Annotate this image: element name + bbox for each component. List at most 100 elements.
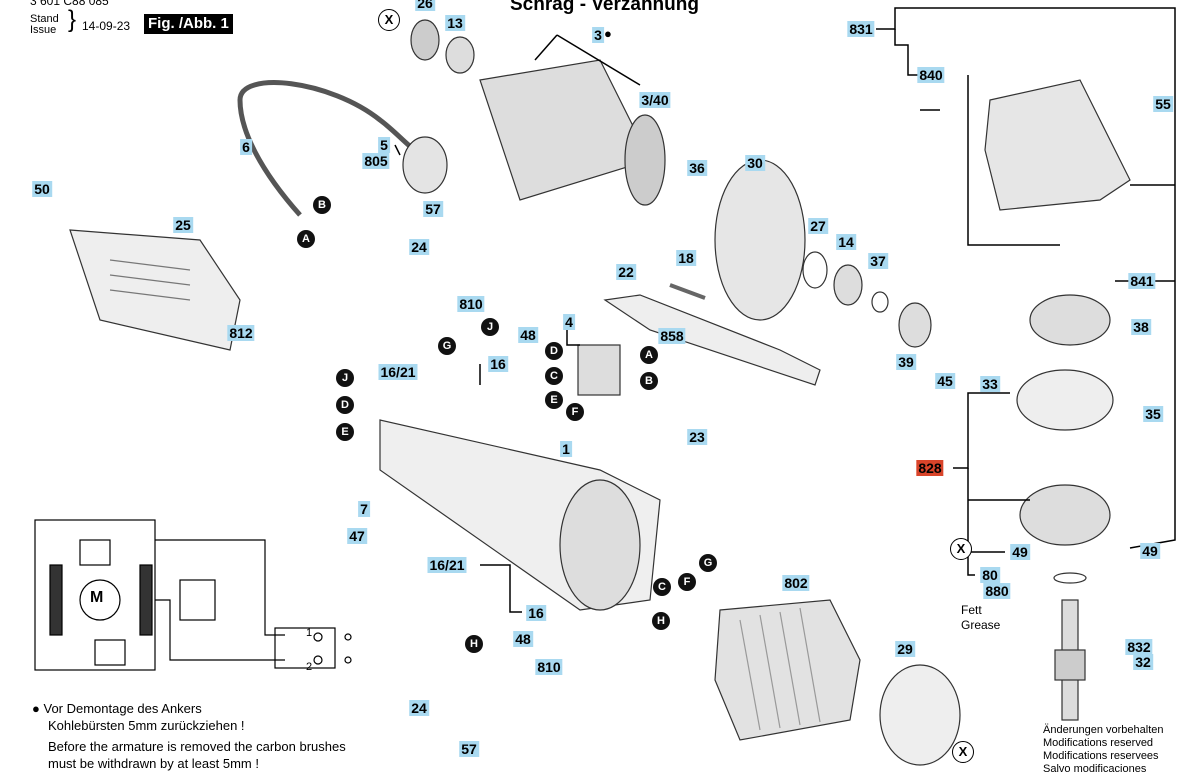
note-en-1: Before the armature is removed the carbo… [48, 739, 346, 754]
disassembly-note: ● Vor Demontage des Ankers Kohlebürsten … [32, 700, 346, 772]
marker-e: E [545, 391, 563, 409]
grease-note: Fett Grease [961, 603, 1000, 633]
plug [402, 136, 448, 194]
disclaimer-en: Modifications reserved [1043, 737, 1154, 749]
marker-d: D [545, 342, 563, 360]
marker-e: E [336, 423, 354, 441]
part-label-3: 3 [592, 27, 604, 43]
part-number: 3 601 C88 085 [30, 0, 109, 8]
part-label-29: 29 [895, 641, 915, 657]
marker-g: G [438, 337, 456, 355]
housing-cover [69, 229, 241, 351]
part-label-18: 18 [676, 250, 696, 266]
part-label-4: 4 [563, 314, 575, 330]
terminal-2: 2 [306, 661, 313, 673]
marker-x: X [378, 9, 400, 31]
motor-symbol: M [90, 589, 104, 606]
part-label-50: 50 [32, 181, 52, 197]
part-label-16-21: 16/21 [427, 557, 467, 573]
part-label-27: 27 [808, 218, 828, 234]
switch [577, 344, 621, 396]
part-label-45: 45 [935, 373, 955, 389]
part-label-16-21: 16/21 [378, 364, 418, 380]
bullet-icon: ● [32, 701, 40, 716]
part-label-57: 57 [423, 201, 443, 217]
disclaimer-es: Salvo modificaciones [1043, 763, 1147, 775]
part-label-26: 26 [415, 0, 435, 11]
part-label-810: 810 [535, 659, 563, 675]
part-label-24: 24 [409, 239, 429, 255]
part-label-832: 832 [1125, 639, 1153, 655]
lock-lever [603, 294, 821, 386]
field [714, 599, 861, 741]
note-reference-icon: ● [604, 26, 612, 41]
disclaimer: Änderungen vorbehalten Modifications res… [1043, 724, 1163, 776]
issue-label: Issue [30, 24, 57, 36]
armature [479, 59, 651, 201]
part-label-30: 30 [745, 155, 765, 171]
marker-j: J [336, 369, 354, 387]
part-label-7: 7 [358, 501, 370, 517]
disclaimer-fr: Modifications reservees [1043, 750, 1159, 762]
part-label-16: 16 [526, 605, 546, 621]
diagram-title: Schräg - Verzahnung [510, 0, 699, 15]
part-label-840: 840 [917, 67, 945, 83]
marker-x: X [950, 538, 972, 560]
part-label-57: 57 [459, 741, 479, 757]
part-label-36: 36 [687, 160, 707, 176]
part-label-810: 810 [457, 296, 485, 312]
part-label-35: 35 [1143, 406, 1163, 422]
part-label-48: 48 [513, 631, 533, 647]
note-en-2: must be withdrawn by at least 5mm ! [48, 756, 259, 771]
disclaimer-de: Änderungen vorbehalten [1043, 724, 1164, 736]
part-label-32: 32 [1133, 654, 1153, 670]
part-label-38: 38 [1131, 319, 1151, 335]
part-label-24: 24 [409, 700, 429, 716]
part-label-3-40: 3/40 [639, 92, 671, 108]
figure-label: Fig. /Abb. 1 [144, 14, 233, 34]
issue-date: 14-09-23 [82, 19, 131, 33]
part-label-802: 802 [782, 575, 810, 591]
part-label-48: 48 [518, 327, 538, 343]
stand-label: Stand [30, 13, 59, 25]
marker-g: G [699, 554, 717, 572]
marker-h: H [465, 635, 483, 653]
marker-d: D [336, 396, 354, 414]
part-label-828: 828 [916, 460, 944, 476]
part-label-14: 14 [836, 234, 856, 250]
marker-a: A [640, 346, 658, 364]
stand-issue: Stand Issue [30, 14, 59, 36]
part-label-49: 49 [1010, 544, 1030, 560]
part-label-80: 80 [980, 567, 1000, 583]
part-label-16: 16 [488, 356, 508, 372]
part-label-5: 5 [378, 137, 390, 153]
marker-x: X [952, 741, 974, 763]
marker-f: F [678, 573, 696, 591]
terminal-1: 1 [306, 627, 313, 639]
air-guide [714, 159, 806, 321]
part-label-39: 39 [896, 354, 916, 370]
power-cable [237, 80, 432, 217]
gear-housing [984, 79, 1131, 211]
wiring-schematic [34, 519, 352, 671]
part-label-33: 33 [980, 376, 1000, 392]
marker-b: B [640, 372, 658, 390]
part-label-841: 841 [1128, 273, 1156, 289]
part-label-812: 812 [227, 325, 255, 341]
part-label-1: 1 [560, 441, 572, 457]
part-label-880: 880 [983, 583, 1011, 599]
marker-f: F [566, 403, 584, 421]
grease-de: Fett [961, 603, 982, 617]
part-label-805: 805 [362, 153, 390, 169]
part-label-13: 13 [445, 15, 465, 31]
note-de-1: Vor Demontage des Ankers [43, 701, 202, 716]
part-label-37: 37 [868, 253, 888, 269]
part-label-49: 49 [1140, 543, 1160, 559]
marker-b: B [313, 196, 331, 214]
marker-c: C [653, 578, 671, 596]
marker-c: C [545, 367, 563, 385]
part-label-6: 6 [240, 139, 252, 155]
grease-en: Grease [961, 618, 1001, 632]
marker-j: J [481, 318, 499, 336]
